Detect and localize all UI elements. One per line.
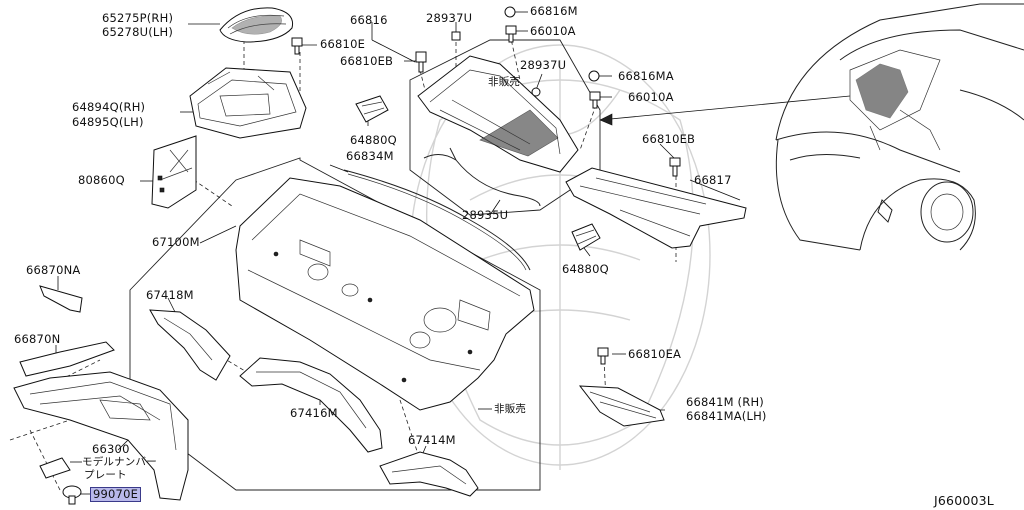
clip-64880q-b-part [571,223,601,251]
label-67100m: 67100M [152,235,200,249]
member-67416m-part [239,357,383,453]
clip-64880q-a-part [355,95,389,123]
fasteners-top [415,6,681,365]
diagram-code: J660003L [934,493,994,508]
label-66841m: 66841M (RH) [686,395,764,409]
label-99070e-highlighted[interactable]: 99070E [90,487,142,502]
label-66810eb-b: 66810EB [642,132,696,146]
label-66870n: 66870N [14,332,61,346]
vehicle-location-illustration [775,3,1024,251]
label-67418m: 67418M [146,288,194,302]
label-64894q: 64894Q(RH) [72,100,146,114]
duct-box-part [189,67,307,139]
label-66810eb-a: 66810EB [340,54,394,68]
seal-strip-part [343,169,531,271]
location-arrow [599,95,851,126]
cowl-top-grille-part [417,55,579,173]
screw-66810e-part [291,37,303,55]
bracket-66870na-part [39,285,83,313]
label-66816m: 66816M [530,4,578,18]
cowl-vent-cover-part [219,7,294,43]
label-28937u-a: 28937U [426,11,473,25]
label-66870na: 66870NA [26,263,81,277]
cover-66841m-part [578,385,665,427]
label-66810ea: 66810EA [628,347,682,361]
insulator-66300-part [13,371,189,501]
washer-hose-part [423,147,541,207]
insulator-pad-part [151,135,197,209]
label-67414m: 67414M [408,433,456,447]
label-66816ma: 66816MA [618,69,674,83]
label-66816: 66816 [350,13,388,27]
label-80860q: 80860Q [78,173,125,187]
label-66841ma: 66841MA(LH) [686,409,767,423]
label-28937u-b: 28937U [520,58,567,72]
clip-99070e-part [62,485,82,505]
model-plate-part [39,457,71,479]
label-65278u: 65278U(LH) [102,25,174,39]
cowl-panel-66817-part [565,167,747,249]
label-66010a-a: 66010A [530,24,576,38]
bracket-67418m-part [149,309,231,381]
label-64880q-a: 64880Q [350,133,397,147]
label-not-for-sale-b: 非販売 [494,403,527,415]
label-67416m: 67416M [290,406,338,420]
label-66834m: 66834M [346,149,394,163]
label-66810e-top: 66810E [320,37,366,51]
label-66300: 66300 [92,442,130,456]
label-not-for-sale-a: 非販売 [488,76,521,88]
bracket-67414m-part [379,451,479,497]
label-model-plate-line2: プレート [84,469,127,481]
label-65275p: 65275P(RH) [102,11,174,25]
label-64895q: 64895Q(LH) [72,115,144,129]
label-66817: 66817 [694,173,732,187]
label-28935u: 28935U [462,208,509,222]
label-64880q-b: 64880Q [562,262,609,276]
label-model-plate-line1: モデルナンバー [82,456,157,468]
label-66010a-b: 66010A [628,90,674,104]
dash-panel-67100m-part [235,177,535,411]
strip-66870n-part [19,341,115,377]
